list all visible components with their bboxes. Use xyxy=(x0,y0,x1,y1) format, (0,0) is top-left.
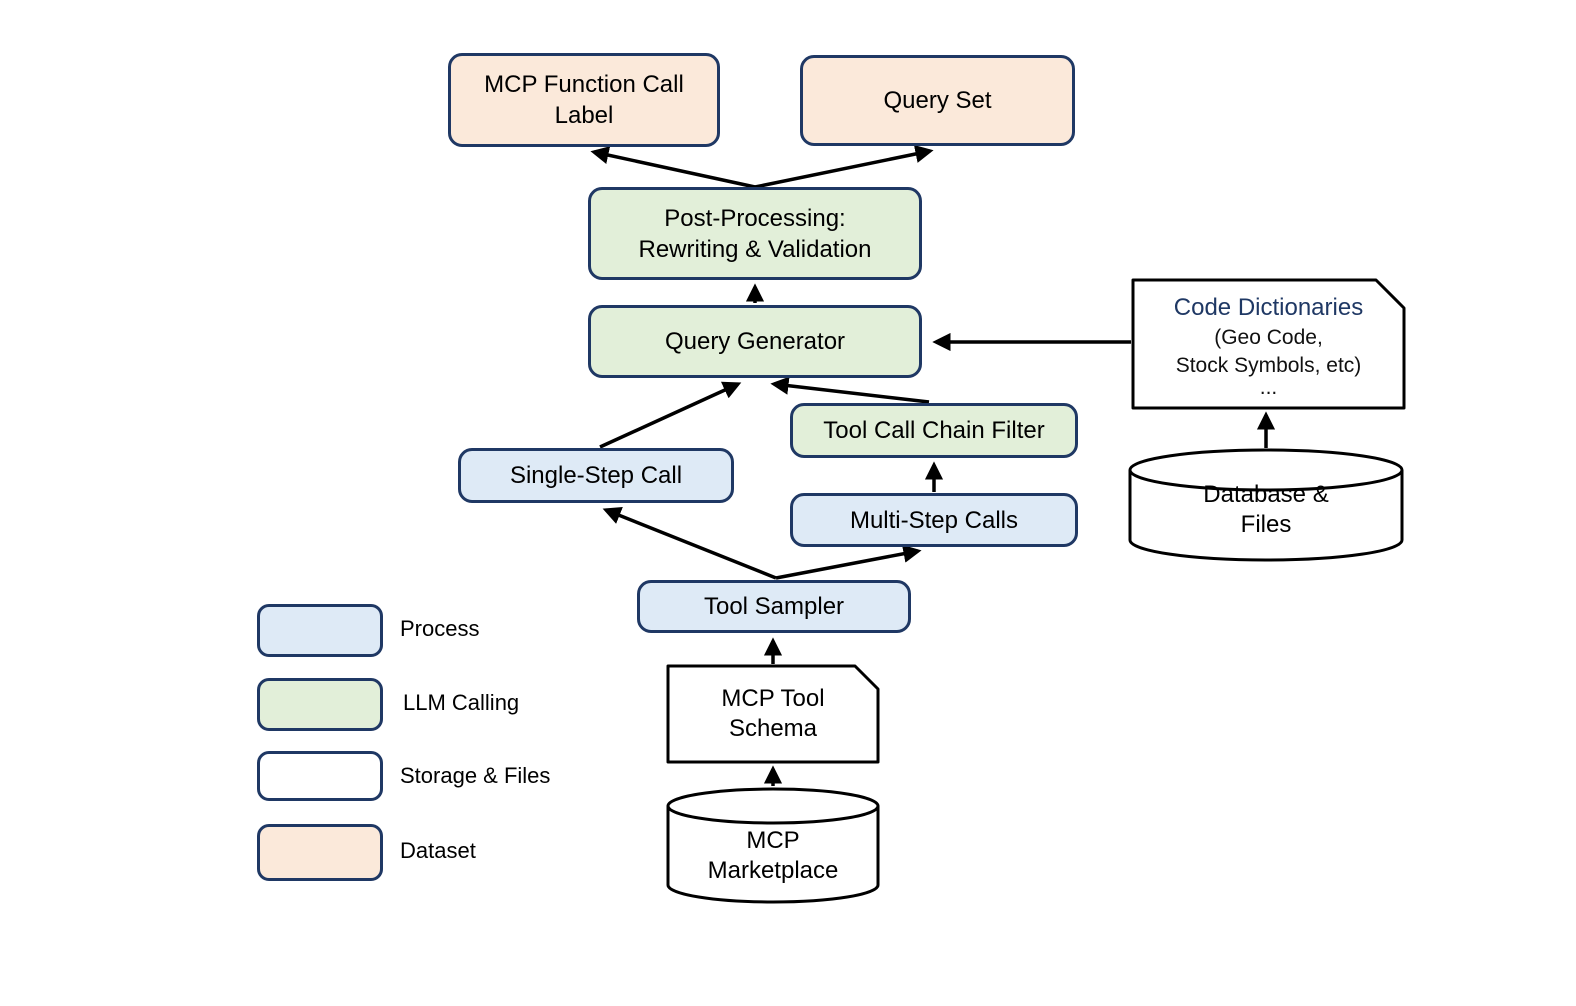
legend-swatch-storage-files xyxy=(257,751,383,801)
legend-label-llm-calling: LLM Calling xyxy=(403,690,520,715)
doc-label-line: MCP Tool xyxy=(721,685,825,712)
legend-swatch-dataset xyxy=(257,824,383,881)
node-label-line: Query Generator xyxy=(664,328,846,355)
legend-swatch-process xyxy=(257,604,383,657)
code-dictionaries-title: Code Dictionaries xyxy=(1173,294,1364,321)
arrow-postprocessing-to-query-set xyxy=(754,145,934,189)
mcp-tool-schema-shape xyxy=(666,664,880,764)
node-label-line: Query Set xyxy=(883,87,992,114)
cylinder-label-line: Database & xyxy=(1203,481,1329,508)
node-post-processing: Post-Processing: Rewriting & Validation xyxy=(588,187,922,280)
node-query-generator: Query Generator xyxy=(588,305,922,378)
legend-swatch-llm-calling xyxy=(257,678,383,731)
node-tool-call-chain-filter: Tool Call Chain Filter xyxy=(790,403,1078,458)
code-dictionaries-subtitle: Stock Symbols, etc) xyxy=(1175,354,1362,377)
code-dictionaries-shape xyxy=(1131,278,1406,410)
node-query-set: Query Set xyxy=(800,55,1075,146)
mcp-marketplace-cylinder-rim xyxy=(666,805,880,825)
node-label-line: Label xyxy=(554,102,614,129)
legend-label-dataset: Dataset xyxy=(400,838,476,863)
node-single-step-call: Single-Step Call xyxy=(458,448,734,503)
code-dictionaries-label: Code Dictionaries (Geo Code, Stock Symbo… xyxy=(1133,292,1404,399)
mcp-tool-schema-label: MCP Tool Schema xyxy=(668,684,878,744)
node-label-line: Post-Processing: xyxy=(664,204,846,232)
node-label-line: Rewriting & Validation xyxy=(638,235,872,263)
arrow-tool-call-chain-filter-to-query-generator xyxy=(770,376,930,404)
node-tool-sampler: Tool Sampler xyxy=(637,580,911,633)
node-label-line: Tool Sampler xyxy=(703,593,845,620)
arrow-single-step-call-to-query-generator xyxy=(599,381,742,449)
cylinder-label-line: Files xyxy=(1240,511,1292,538)
node-mcp-function-call-label: MCP Function Call Label xyxy=(448,53,720,147)
legend-label-process: Process xyxy=(400,616,480,641)
arrow-tool-sampler-to-multi-step-calls xyxy=(775,544,922,580)
code-dictionaries-subtitle: (Geo Code, xyxy=(1214,326,1323,349)
node-label-line: MCP Function Call xyxy=(484,71,684,98)
node-label-line: Tool Call Chain Filter xyxy=(823,417,1045,444)
cylinder-label-line: Marketplace xyxy=(707,857,839,884)
arrow-tool-sampler-to-single-step-call xyxy=(602,506,777,580)
database-files-label: Database & Files xyxy=(1130,480,1402,540)
node-label-line: Single-Step Call xyxy=(509,462,683,489)
node-multi-step-calls: Multi-Step Calls xyxy=(790,493,1078,547)
arrow-postprocessing-to-mcp-function-call-label xyxy=(590,146,756,189)
legend-label-storage-files: Storage & Files xyxy=(400,763,551,788)
database-files-cylinder xyxy=(1128,448,1404,562)
mcp-marketplace-cylinder xyxy=(666,787,880,904)
cylinder-label-line: MCP xyxy=(746,827,800,854)
doc-label-line: Schema xyxy=(728,715,818,742)
mcp-marketplace-label: MCP Marketplace xyxy=(668,826,878,886)
node-label-line: Multi-Step Calls xyxy=(849,506,1019,534)
database-files-cylinder-rim xyxy=(1128,469,1404,492)
code-dictionaries-ellipsis: ... xyxy=(1259,376,1278,399)
